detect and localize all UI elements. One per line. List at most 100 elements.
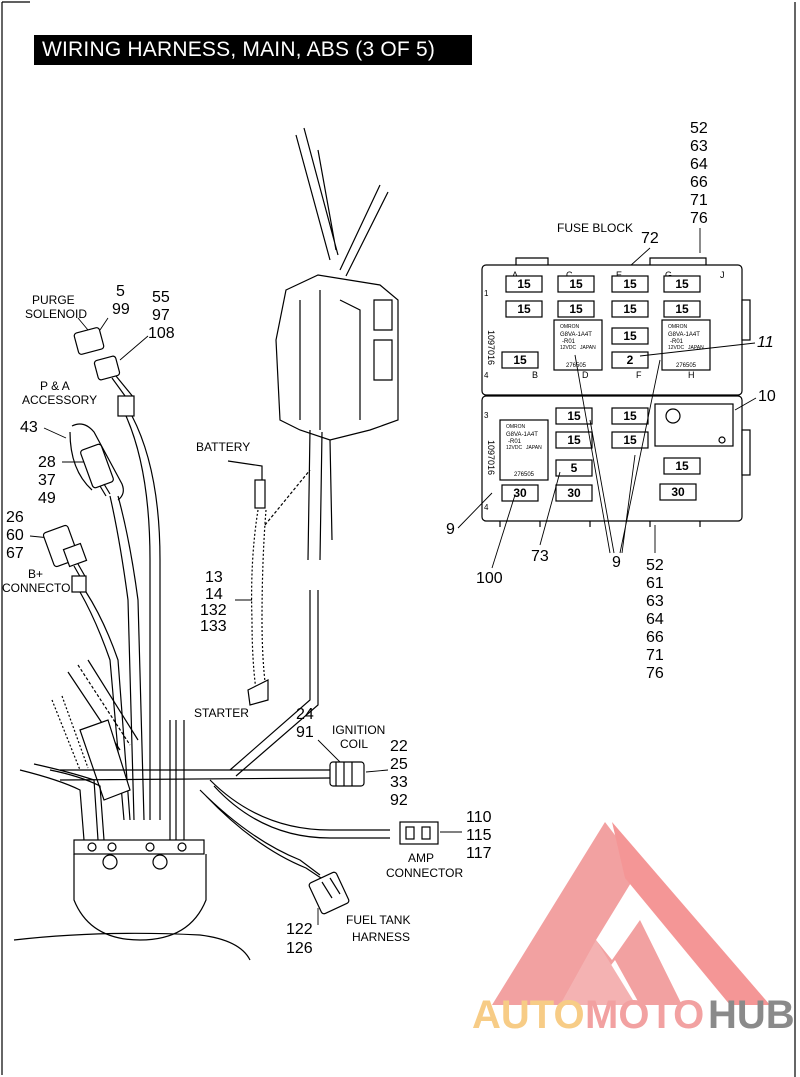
fuse-slot xyxy=(505,300,543,318)
relay-model-suffix: -R01 xyxy=(670,339,684,345)
callout-purge-b-2: 97 xyxy=(152,307,170,324)
main-trunk xyxy=(13,590,390,961)
callout-pa-b-3: 49 xyxy=(38,490,56,507)
fuse-side-code-2: 1097016 xyxy=(486,440,496,475)
purge-wire xyxy=(125,415,161,820)
purge-label-1: PURGE xyxy=(32,293,75,307)
callout-fuse-top-4: 66 xyxy=(690,174,708,191)
clamp-hole xyxy=(87,842,97,852)
callout-starter-4: 133 xyxy=(200,618,227,635)
relay-model-suffix: -R01 xyxy=(508,439,522,445)
fuse-value: 15 xyxy=(675,302,689,316)
harness-clamp-bar xyxy=(73,839,205,855)
fuse-slot xyxy=(611,275,649,293)
fuse-row-mark-2: 4 xyxy=(484,371,489,380)
callout-amp-1: 110 xyxy=(466,809,492,826)
fuse-value: 30 xyxy=(567,486,581,500)
callout-amp-2: 115 xyxy=(466,827,492,844)
fuse-side-code: 1097016 xyxy=(486,330,496,365)
bplus-latch xyxy=(62,542,88,568)
logo-text-auto: AUTO xyxy=(472,993,585,1037)
fuse-value: 15 xyxy=(517,277,531,291)
leader-fuse-73 xyxy=(539,471,561,546)
relay-model: G8VA-1A4T xyxy=(668,332,700,338)
bplus-connector: 26 60 67 B+ CONNECTOR xyxy=(2,509,131,821)
fuse-block-feet xyxy=(499,521,701,527)
fuse-slot xyxy=(555,484,593,502)
callout-fuse-bottom-3: 63 xyxy=(646,593,664,610)
callout-fuse-bottom-6: 71 xyxy=(646,647,664,664)
trunk-center xyxy=(169,720,185,840)
harness-bracket xyxy=(275,127,399,561)
fuse-value: 15 xyxy=(675,277,689,291)
fuse-block-tabs xyxy=(515,257,707,265)
fuse-value: 15 xyxy=(623,277,637,291)
fuse-slot xyxy=(663,275,701,293)
fuse-slot xyxy=(557,300,595,318)
clip-left xyxy=(79,719,131,801)
relay-volt: 12VDC xyxy=(560,345,577,351)
amp-connector: AMP CONNECTOR 110 115 117 xyxy=(386,809,492,880)
clamp-hole xyxy=(107,842,117,852)
callout-bplus-1: 26 xyxy=(6,509,24,526)
callout-purge-b-3: 108 xyxy=(148,325,175,342)
ignition-label-2: COIL xyxy=(340,737,368,751)
amp-label-1: AMP xyxy=(408,851,434,865)
fuse-slot xyxy=(663,300,701,318)
page-title: WIRING HARNESS, MAIN, ABS (3 OF 5) xyxy=(42,38,436,61)
callout-amp-3: 117 xyxy=(466,845,492,862)
callout-fuse-top-1: 52 xyxy=(690,120,708,137)
leader-fuse-11 xyxy=(639,342,756,357)
fuel-connector-ribs xyxy=(321,877,341,899)
logo-red-slope xyxy=(612,822,770,1005)
ignition-connector xyxy=(329,761,365,787)
frame-hole-right xyxy=(152,854,168,870)
fuse-value: 15 xyxy=(513,353,527,367)
fuse-slot xyxy=(611,327,649,345)
fuse-row-mark-4: 4 xyxy=(484,503,489,512)
callout-ignition-b-4: 92 xyxy=(390,792,408,809)
callout-fuse-10: 10 xyxy=(758,388,776,405)
amp-branch xyxy=(209,779,390,839)
fuel-branch xyxy=(199,789,325,881)
callout-fuse-top-6: 76 xyxy=(690,210,708,227)
callout-fuse-top-3: 64 xyxy=(690,156,708,173)
leader-fuse-9-left xyxy=(457,492,493,529)
relay-origin: JAPAN xyxy=(688,345,704,351)
callout-starter-3: 132 xyxy=(200,602,227,619)
ground-strap xyxy=(264,469,311,526)
fuse-value: 15 xyxy=(569,277,583,291)
ignition-label-1: IGNITION xyxy=(332,723,385,737)
fuse-block: FUSE BLOCK 52 63 64 66 71 76 72 1097016 … xyxy=(446,120,776,682)
fuse-letter-h: H xyxy=(688,370,695,380)
pa-pigtail xyxy=(99,483,111,497)
clamp-hole xyxy=(177,842,187,852)
callout-fuse-11: 11 xyxy=(757,334,774,351)
fuse-slot xyxy=(663,457,701,475)
purge-connector xyxy=(73,327,105,355)
clamp-hole xyxy=(145,842,155,852)
fuse-value: 15 xyxy=(623,433,637,447)
callout-fuse-bottom-5: 66 xyxy=(646,629,664,646)
relay-upper-right xyxy=(661,319,711,371)
callout-ignition-b-2: 25 xyxy=(390,756,408,773)
fuse-slot xyxy=(555,459,593,477)
callout-fuel-2: 126 xyxy=(286,940,313,957)
fuse-letter-a: A xyxy=(512,270,518,280)
harness-bracket-body xyxy=(275,274,399,441)
fuse-slot xyxy=(505,275,543,293)
relay-code: 276505 xyxy=(566,363,587,369)
bplus-label-1: B+ xyxy=(28,567,43,581)
fuse-slot xyxy=(501,351,539,369)
fuse-value: 15 xyxy=(675,459,689,473)
fuse-slot xyxy=(555,431,593,449)
fuse-slot xyxy=(659,483,697,501)
relay-brand: OMRON xyxy=(506,424,526,430)
purge-boot xyxy=(117,395,135,417)
ignition-coil: 24 91 IGNITION COIL 22 25 33 92 xyxy=(296,706,408,809)
relay-volt: 12VDC xyxy=(506,445,523,451)
fuse-value: 15 xyxy=(517,302,531,316)
amp-label-2: CONNECTOR xyxy=(386,866,463,880)
